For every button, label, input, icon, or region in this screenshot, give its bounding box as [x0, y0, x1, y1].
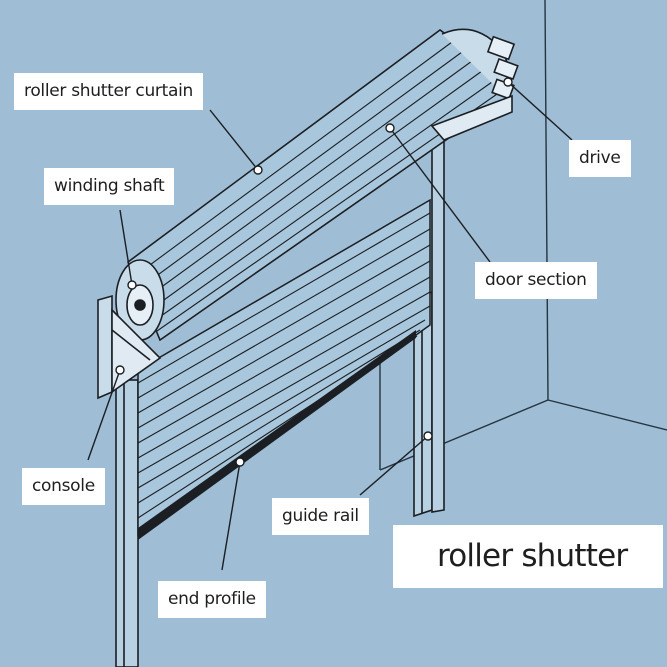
end-profile-bar: [138, 330, 416, 540]
diagram-title: roller shutter: [393, 525, 664, 588]
label-guide-rail: guide rail: [272, 498, 369, 535]
roller-drum: [115, 28, 519, 342]
label-console: console: [22, 468, 105, 505]
leader-lines: [87, 77, 573, 571]
label-roller-shutter-curtain: roller shutter curtain: [14, 73, 203, 110]
label-door-section: door section: [475, 262, 597, 299]
room-walls: [379, 0, 667, 471]
left-guide-rail: [115, 379, 139, 667]
label-winding-shaft: winding shaft: [44, 168, 175, 205]
label-end-profile: end profile: [158, 581, 266, 618]
drive-console: [430, 94, 513, 141]
right-guide-rail: [413, 133, 445, 518]
door-curtain: [137, 198, 431, 540]
label-drive: drive: [569, 140, 631, 177]
